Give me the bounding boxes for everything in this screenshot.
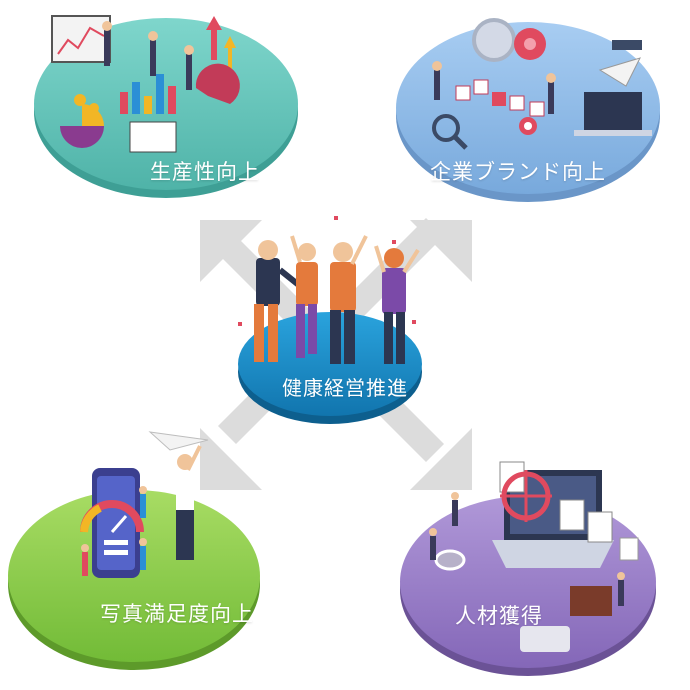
center-label: 健康経営推進 [282,376,408,400]
talent-illustration [429,461,639,652]
productivity-illustration [51,15,240,153]
disc-productivity [34,15,298,198]
satisfaction-label: 写真満足度向上 [100,602,254,626]
brand-illustration [432,18,652,150]
disc-talent [400,461,656,676]
talent-label: 人材獲得 [455,604,543,628]
celebrating-people-illustration [238,216,420,364]
disc-satisfaction [8,431,260,670]
productivity-label: 生産性向上 [150,160,260,184]
brand-label: 企業ブランド向上 [430,160,606,184]
satisfaction-illustration [80,431,209,578]
disc-brand [396,18,660,202]
disc-center [238,216,422,424]
